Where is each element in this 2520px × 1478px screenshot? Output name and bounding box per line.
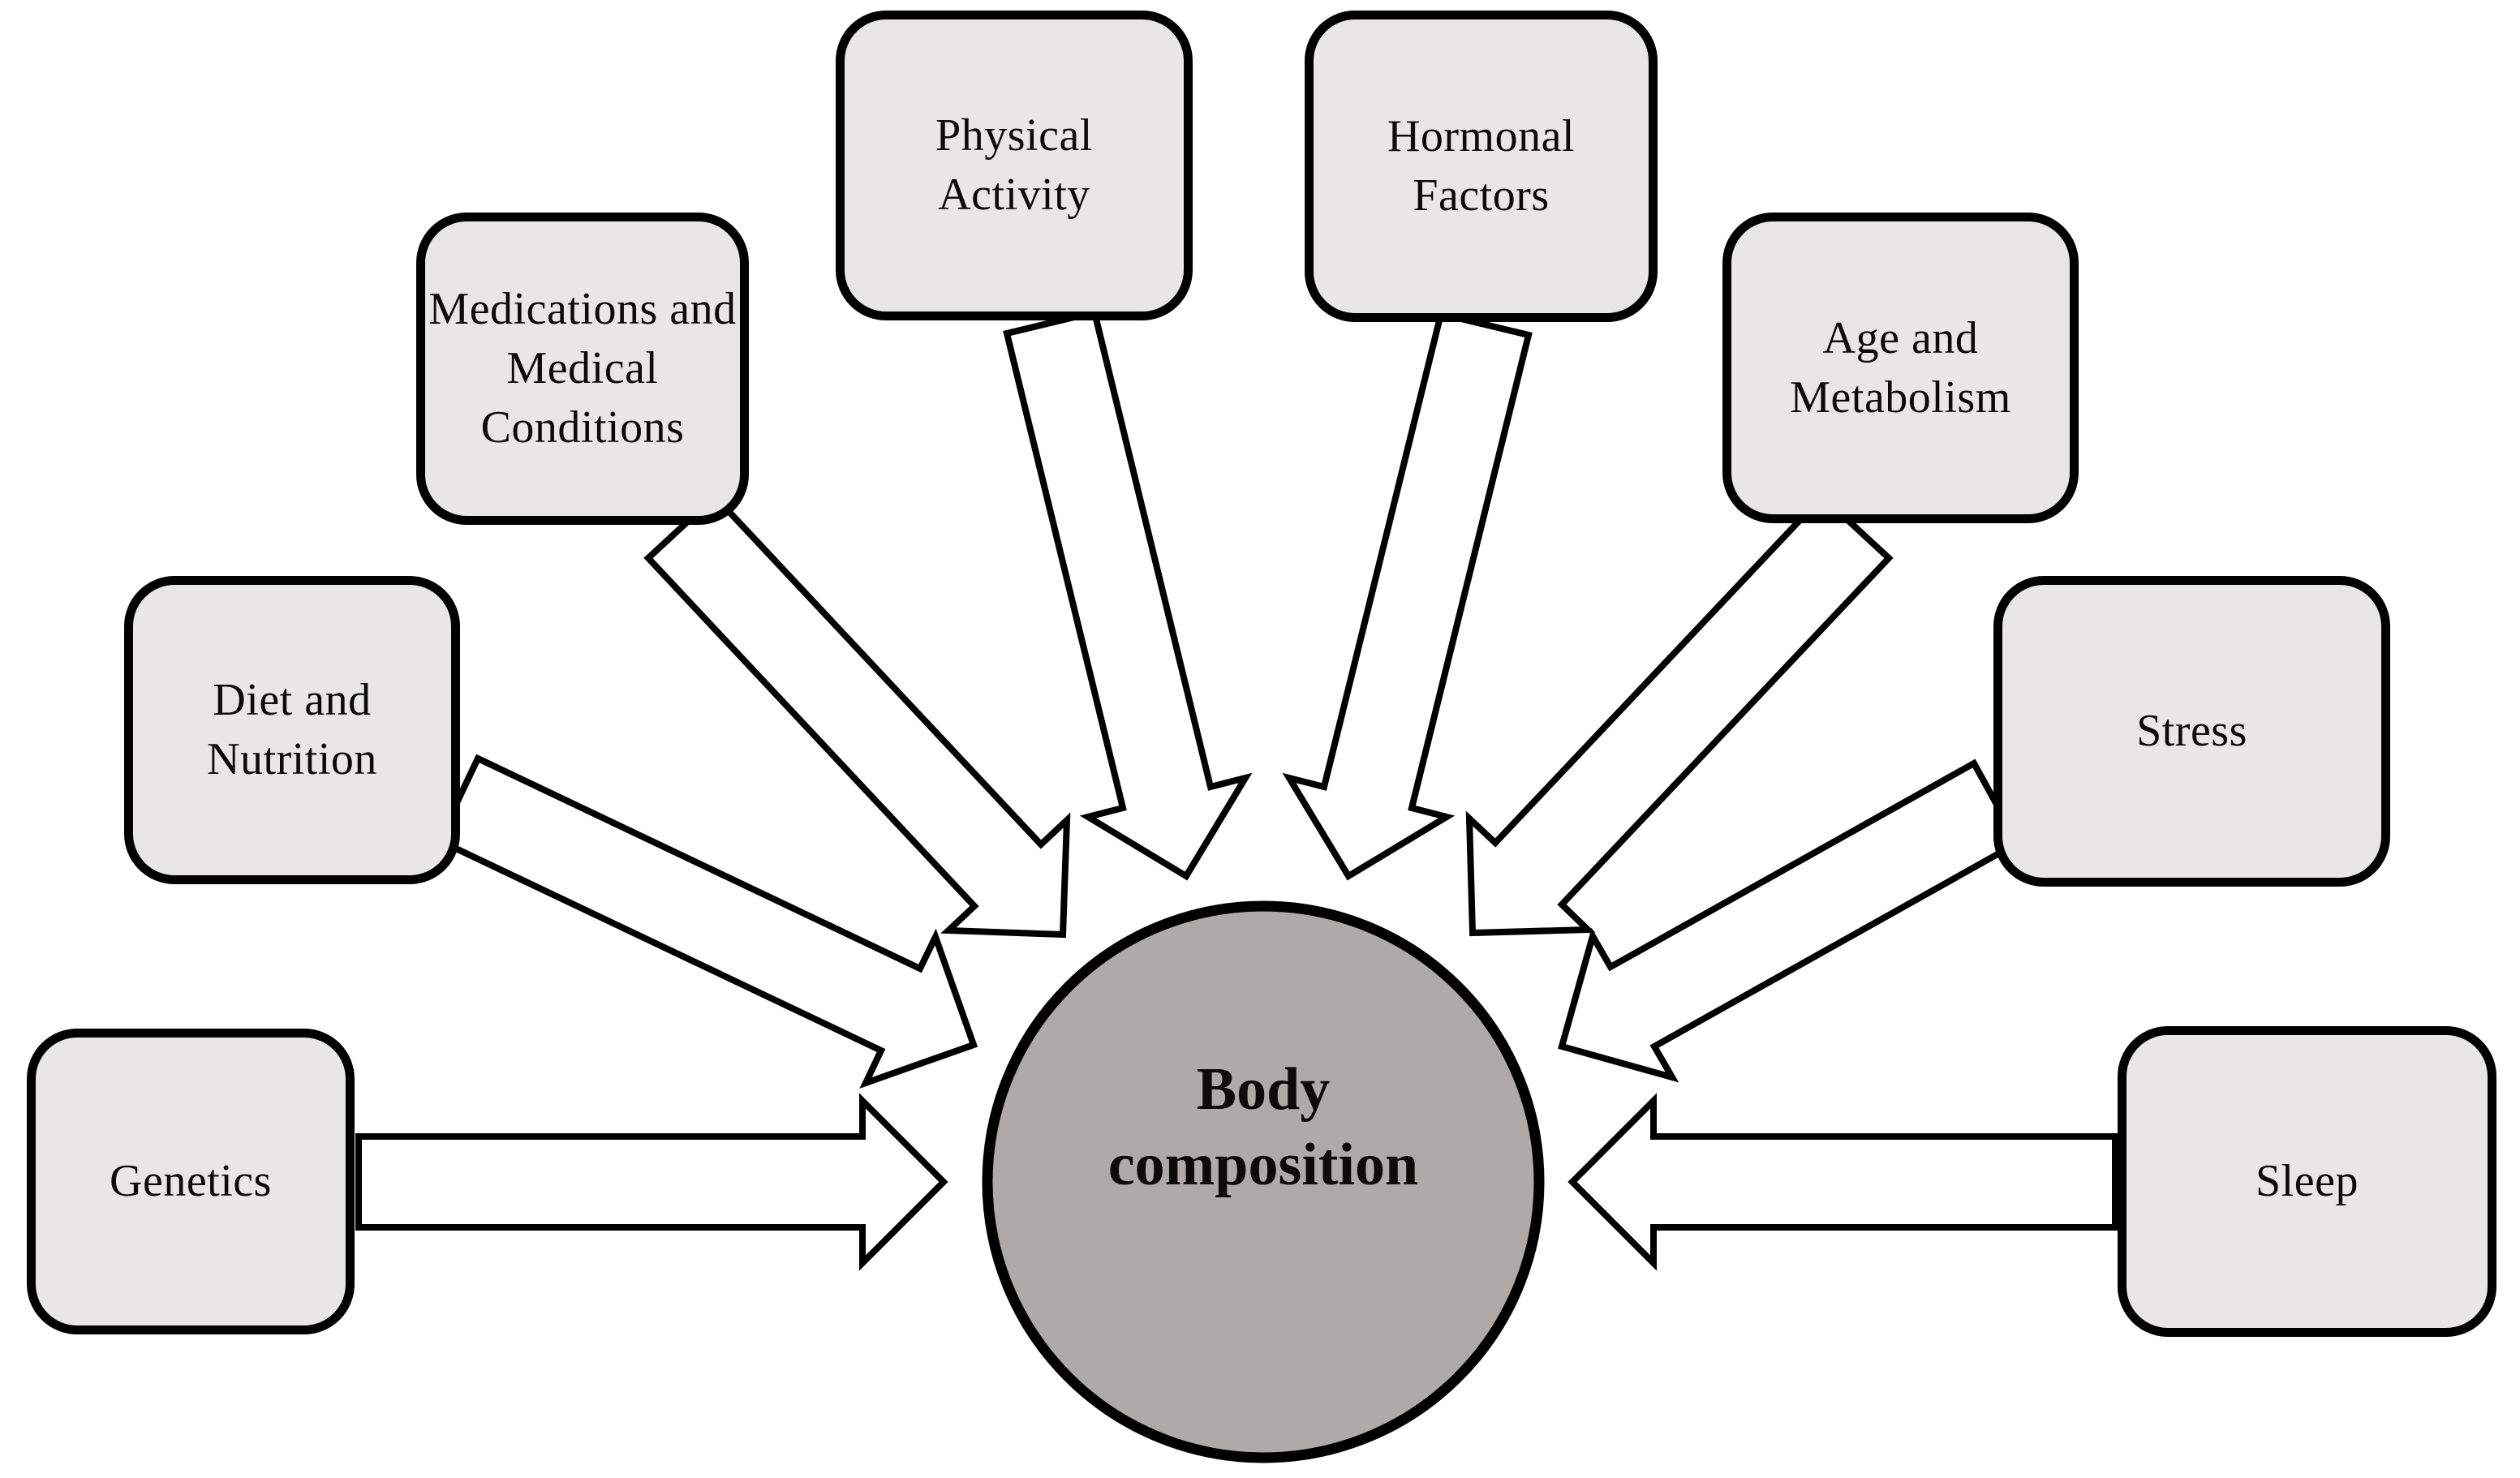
- factor-box-medications-and-medical-conditions: Medications and Medical Conditions: [416, 213, 749, 525]
- factor-box-diet-and-nutrition: Diet and Nutrition: [124, 576, 460, 884]
- factor-label-line: Metabolism: [1790, 372, 2011, 423]
- arrow-diet-to-center: [434, 754, 978, 1089]
- factor-label-line: Diet and: [213, 675, 372, 726]
- factor-label-line: Conditions: [480, 402, 685, 453]
- arrow-sleep-to-center: [1567, 1093, 2118, 1271]
- factor-label-age-and-metabolism: Age and Metabolism: [1790, 309, 2011, 428]
- arrow-hormonal-to-center: [1282, 310, 1533, 881]
- factor-box-age-and-metabolism: Age and Metabolism: [1722, 213, 2079, 523]
- factor-box-physical-activity: Physical Activity: [836, 11, 1193, 320]
- factor-label-genetics: Genetics: [110, 1152, 272, 1211]
- factor-label-line: Hormonal: [1387, 111, 1576, 162]
- factor-box-sleep: Sleep: [2118, 1026, 2496, 1337]
- arrow-medications-to-center: [643, 492, 1071, 939]
- arrow-stress-to-center: [1558, 758, 2023, 1083]
- factor-label-line: Factors: [1413, 170, 1550, 221]
- arrow-genetics-to-center: [355, 1093, 948, 1271]
- factor-label-stress: Stress: [2136, 702, 2247, 761]
- factor-label-line: Medical: [506, 343, 659, 394]
- center-label-line: composition: [1107, 1132, 1419, 1199]
- factor-label-diet-and-nutrition: Diet and Nutrition: [207, 671, 377, 789]
- factor-label-line: Stress: [2136, 706, 2247, 757]
- center-label-line: Body: [1196, 1056, 1331, 1123]
- factor-label-line: Medications and: [428, 284, 737, 335]
- arrow-age-to-center: [1465, 492, 1894, 937]
- factor-label-line: Age and: [1822, 312, 1979, 363]
- factor-label-physical-activity: Physical Activity: [935, 106, 1093, 225]
- body-composition-label: Body composition: [979, 1052, 1547, 1203]
- factor-label-hormonal-factors: Hormonal Factors: [1387, 107, 1575, 226]
- factor-box-genetics: Genetics: [27, 1029, 355, 1334]
- factor-box-stress: Stress: [1993, 576, 2390, 887]
- factor-label-line: Activity: [938, 170, 1090, 220]
- factor-label-medications: Medications and Medical Conditions: [428, 280, 736, 457]
- body-composition-circle: [982, 900, 1545, 1463]
- factor-box-hormonal-factors: Hormonal Factors: [1305, 11, 1658, 322]
- factor-label-sleep: Sleep: [2256, 1152, 2359, 1211]
- factor-label-line: Genetics: [110, 1156, 272, 1207]
- arrow-physical-to-center: [1003, 308, 1253, 881]
- factor-label-line: Nutrition: [207, 734, 377, 784]
- factor-label-line: Sleep: [2256, 1156, 2359, 1207]
- factor-label-line: Physical: [935, 110, 1093, 161]
